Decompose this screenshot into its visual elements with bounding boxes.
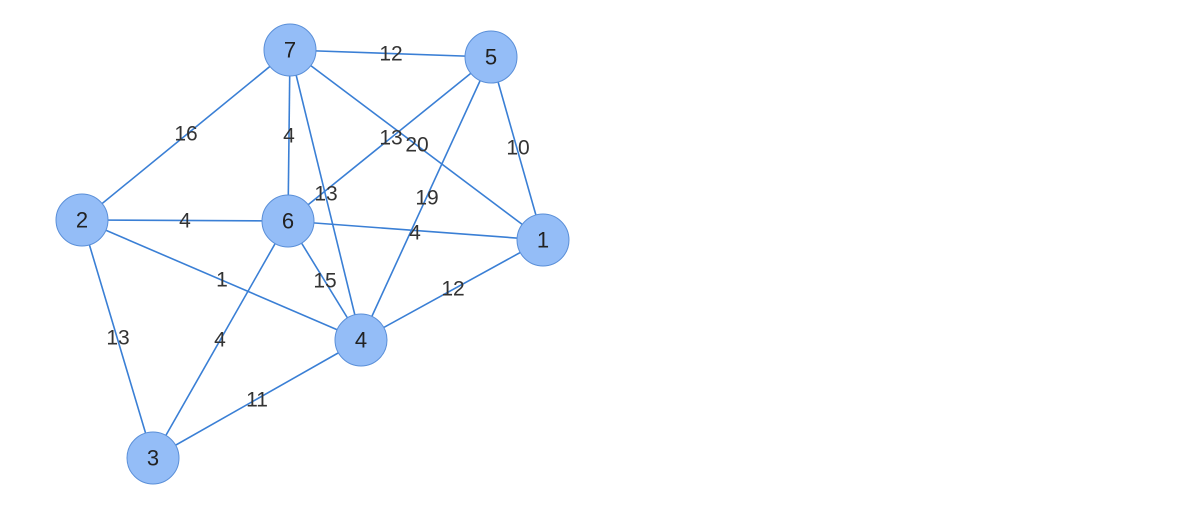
edge-4-1	[360, 239, 544, 341]
edge-weight-label-4-1: 12	[441, 278, 464, 301]
node-circle-7[interactable]	[263, 23, 317, 77]
edge-2-3	[81, 219, 154, 459]
node-label-6: 6	[282, 209, 294, 234]
node-circle-4[interactable]	[334, 313, 388, 367]
edge-weight-label-7-6: 4	[283, 125, 295, 148]
edge-weight-label-7-1: 20	[405, 134, 428, 157]
edge-6-3	[152, 220, 289, 459]
edge-weight-label-7-4: 13	[314, 183, 337, 206]
edge-weight-label-7-5: 12	[379, 43, 402, 66]
edge-6-1	[287, 220, 544, 241]
edge-layer	[81, 49, 544, 459]
node-label-5: 5	[485, 45, 497, 70]
edge-7-6	[287, 49, 291, 222]
edge-weight-label-4-3: 11	[246, 389, 268, 412]
node-4[interactable]: 4	[334, 313, 388, 367]
edge-5-6	[287, 56, 492, 222]
node-label-1: 1	[537, 228, 549, 253]
edge-weight-label-5-1: 10	[506, 137, 529, 160]
node-circle-6[interactable]	[261, 194, 315, 248]
node-circle-2[interactable]	[55, 193, 109, 247]
node-7[interactable]: 7	[263, 23, 317, 77]
node-label-7: 7	[284, 38, 296, 63]
edge-5-4	[360, 56, 492, 341]
node-label-3: 3	[147, 446, 159, 471]
edge-7-5	[289, 49, 492, 58]
node-1[interactable]: 1	[516, 213, 570, 267]
node-circle-1[interactable]	[516, 213, 570, 267]
edge-7-2	[81, 49, 291, 221]
edge-weight-label-6-1: 4	[409, 222, 421, 245]
edge-2-4	[81, 219, 362, 341]
edge-weight-label-2-4: 1	[216, 269, 228, 292]
edge-weight-label-6-4: 15	[313, 270, 336, 293]
edge-weight-label-5-4: 19	[415, 187, 438, 210]
edge-5-1	[490, 56, 544, 241]
edge-weight-label-2-6: 4	[179, 210, 191, 233]
edge-weight-label-5-6: 13	[379, 127, 402, 150]
edge-2-6	[81, 219, 289, 222]
node-circle-5[interactable]	[464, 30, 518, 84]
edge-weight-label-2-3: 13	[106, 327, 129, 350]
node-label-2: 2	[76, 208, 88, 233]
node-label-4: 4	[355, 328, 367, 353]
edge-7-1	[289, 49, 544, 241]
edge-4-3	[152, 339, 362, 459]
node-layer: 7 5 2 6 1 4 3	[55, 23, 570, 485]
edge-weight-label-6-3: 4	[214, 329, 226, 352]
edge-weight-label-7-2: 16	[174, 123, 197, 146]
node-2[interactable]: 2	[55, 193, 109, 247]
edge-7-4	[289, 49, 362, 341]
node-circle-3[interactable]	[126, 431, 180, 485]
node-3[interactable]: 3	[126, 431, 180, 485]
node-6[interactable]: 6	[261, 194, 315, 248]
node-5[interactable]: 5	[464, 30, 518, 84]
